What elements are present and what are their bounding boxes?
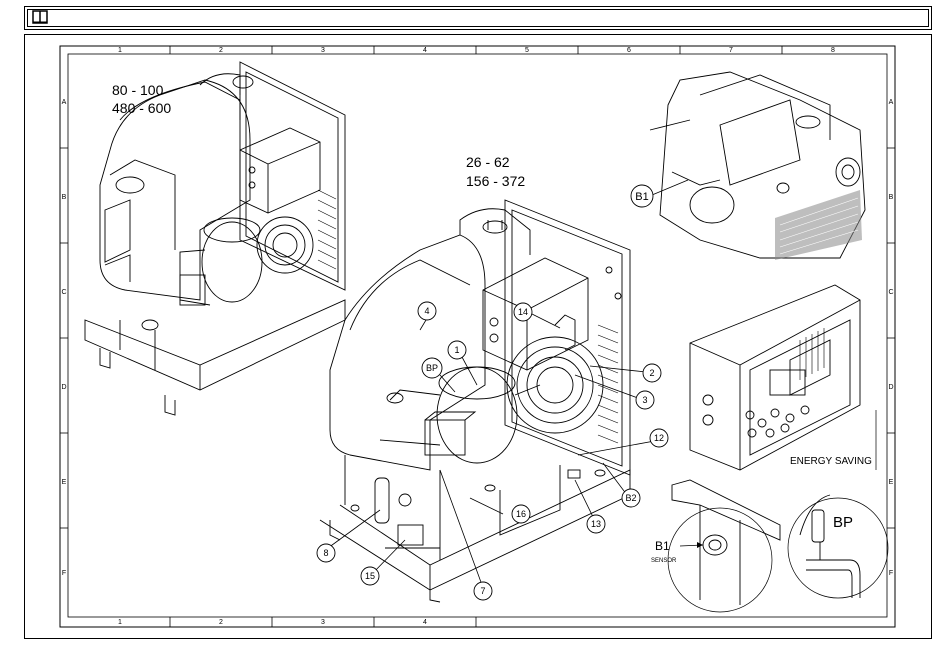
small-model-range-2: 156 - 372 [466,173,525,189]
col-label-4: 4 [423,47,427,54]
col-label-3: 3 [321,47,325,54]
col-label-bottom-3: 3 [321,619,325,626]
col-label-bottom-2: 2 [219,619,223,626]
leader-lines [328,313,660,585]
bp-detail-label: BP [833,514,853,531]
callout-b2: B2 [625,493,636,503]
col-label-1: 1 [118,47,122,54]
callout-12: 12 [654,433,664,443]
row-label-right-d: D [888,384,893,391]
callout-2: 2 [649,368,654,378]
detail-grille [775,190,862,260]
col-label-5: 5 [525,47,529,54]
row-label-left-a: A [62,99,67,106]
callout-14: 14 [518,307,528,317]
col-label-8: 8 [831,47,835,54]
callout-13: 13 [591,519,601,529]
grid-ticks [60,46,895,627]
row-label-left-f: F [62,570,66,577]
col-label-bottom-1: 1 [118,619,122,626]
small-model-range-1: 26 - 62 [466,154,510,170]
col-label-7: 7 [729,47,733,54]
detail-bp [788,495,888,598]
callout-7: 7 [480,586,485,596]
callout-3: 3 [642,395,647,405]
row-label-right-c: C [888,289,893,296]
callout-15: 15 [365,571,375,581]
energy-saving-label: ENERGY SAVING [790,456,872,467]
detail-electrical-box [690,285,860,470]
large-model-range-1: 80 - 100 [112,82,164,98]
callout-b1-top: B1 [635,191,648,203]
callout-1: 1 [454,345,459,355]
row-label-right-a: A [889,99,894,106]
col-label-6: 6 [627,47,631,54]
drawing-border [60,46,895,627]
large-model-range-2: 480 - 600 [112,100,171,116]
callout-16: 16 [516,509,526,519]
col-label-bottom-4: 4 [423,619,427,626]
callout-4: 4 [424,306,429,316]
callout-bp: BP [426,363,438,373]
sensor-label: SENSOR [651,558,677,564]
col-label-2: 2 [219,47,223,54]
row-label-left-d: D [61,384,66,391]
row-label-right-f: F [889,570,893,577]
b1-sensor-label: B1 [655,539,670,553]
small-unit-drawing [320,200,630,602]
callout-8: 8 [323,548,328,558]
row-label-left-e: E [62,479,67,486]
callout-circles [317,302,668,600]
row-label-right-b: B [889,194,894,201]
row-label-left-b: B [62,194,67,201]
row-label-right-e: E [889,479,894,486]
row-label-left-c: C [61,289,66,296]
